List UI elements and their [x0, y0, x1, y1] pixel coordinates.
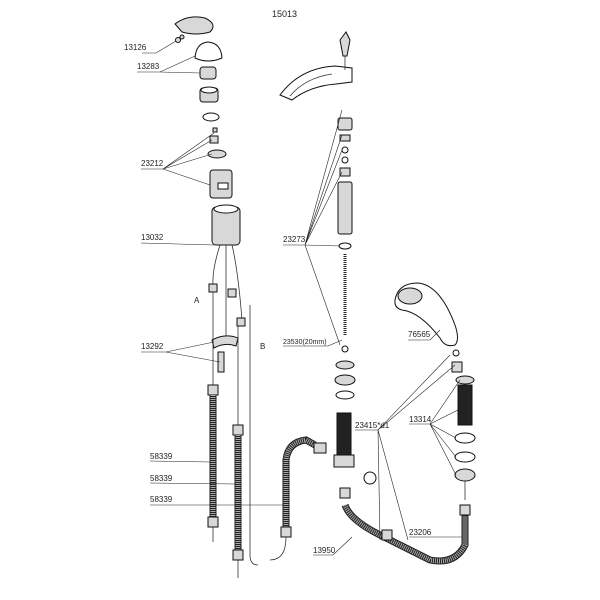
part-label-13032: 13032	[141, 233, 164, 242]
small-parts	[207, 127, 227, 159]
o-ring	[202, 112, 220, 122]
hand-shower	[394, 282, 458, 347]
supply-hose-2	[232, 326, 244, 578]
hand-shower-parts	[451, 349, 476, 500]
part-label-13314: 13314	[409, 415, 432, 424]
part-label-58339-2: 58339	[150, 474, 173, 483]
part-label-23273: 23273	[283, 235, 306, 244]
leader-lines	[137, 40, 462, 556]
lever-handle	[174, 16, 214, 35]
lock-ring	[199, 66, 217, 80]
part-label-23530: 23530(20mm)	[283, 339, 327, 346]
part-label-13950: 13950	[313, 546, 336, 555]
spout-parts	[333, 117, 377, 499]
supply-hose-1	[207, 292, 219, 542]
part-label-23206: 23206	[409, 528, 432, 537]
part-label-13292: 13292	[141, 342, 164, 351]
part-label-23212: 23212	[141, 159, 164, 168]
part-label-13126: 13126	[124, 43, 147, 52]
supply-tubes	[208, 244, 246, 340]
handle-cap	[194, 41, 223, 62]
cartridge	[209, 169, 233, 199]
part-label-23415: 23415*d1	[355, 421, 390, 430]
threaded-rod	[249, 305, 259, 566]
mounting-bracket	[211, 335, 239, 373]
set-screw	[175, 34, 185, 43]
marker-b: B	[260, 342, 265, 351]
part-label-58339-3: 58339	[150, 495, 173, 504]
spout	[279, 31, 353, 101]
part-label-13283: 13283	[137, 62, 160, 71]
supply-hose-3	[269, 436, 327, 561]
diverter-hose	[341, 503, 471, 565]
marker-a: A	[194, 296, 200, 305]
mixer-body	[211, 204, 241, 246]
bonnet-nut	[199, 86, 219, 103]
part-label-76565: 76565	[408, 330, 431, 339]
part-label-58339-1: 58339	[150, 452, 173, 461]
diagram-title: 15013	[272, 9, 297, 19]
